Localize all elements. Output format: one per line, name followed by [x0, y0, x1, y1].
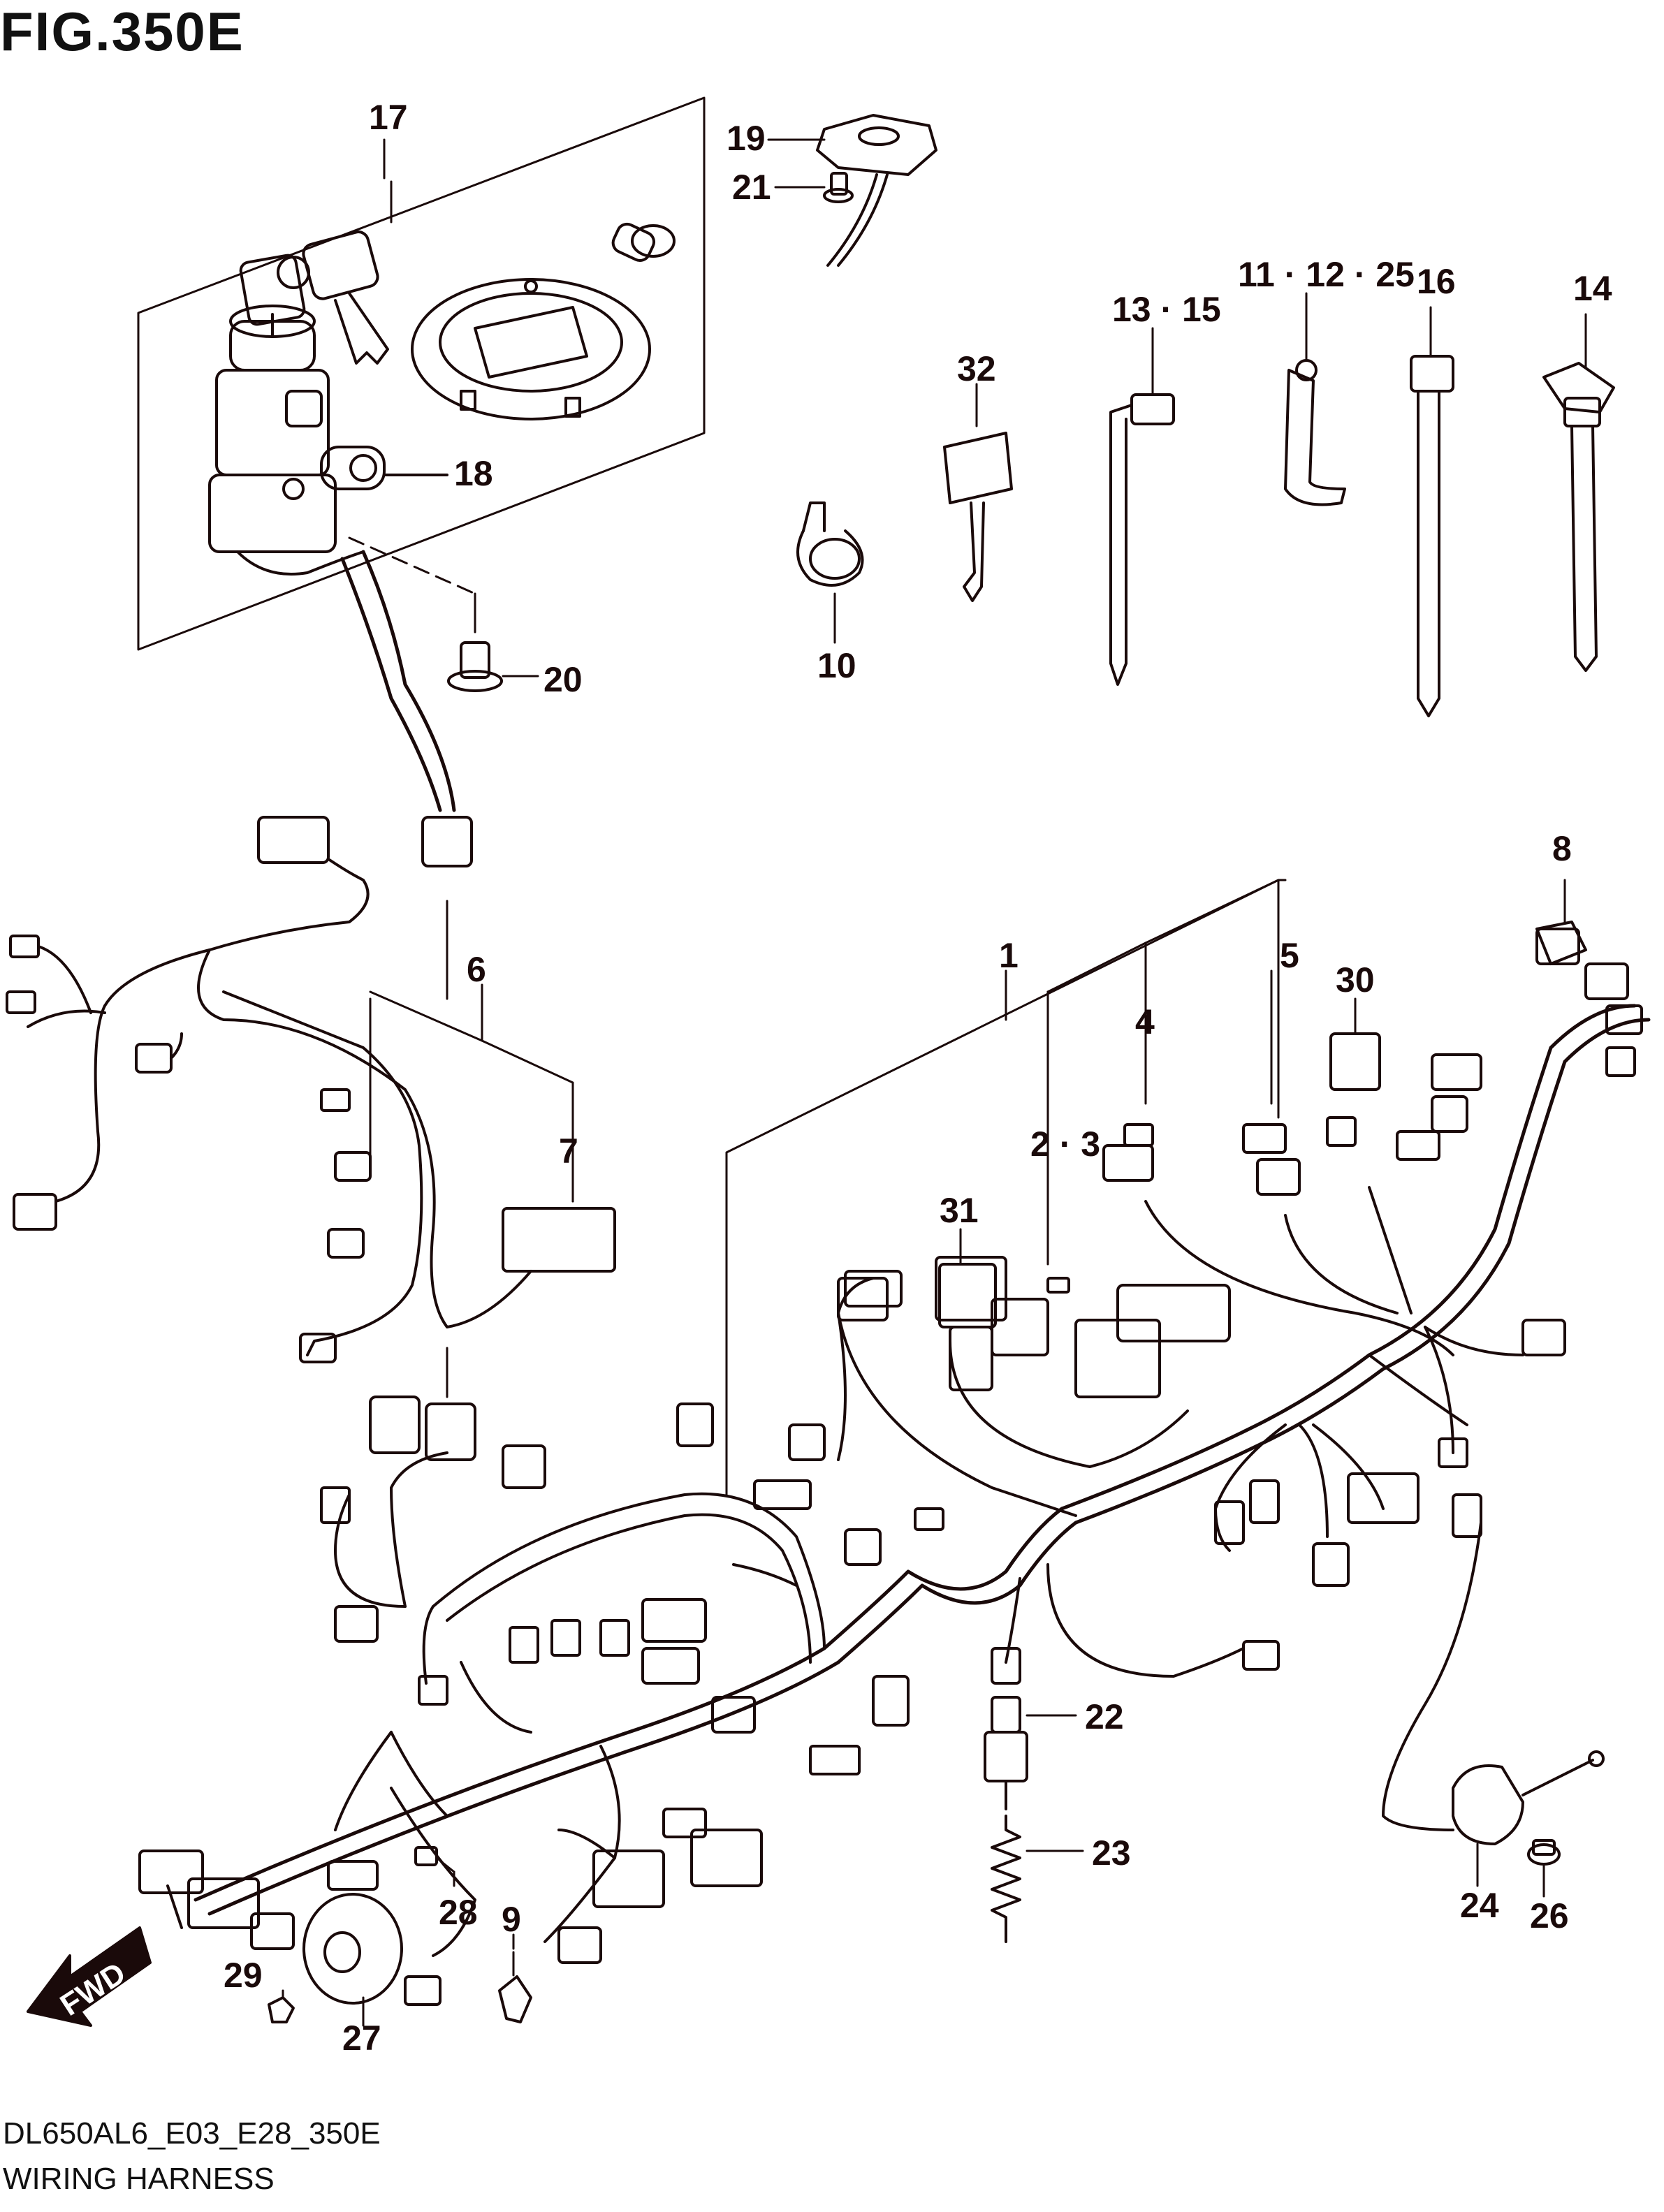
callout-16: 16: [1417, 262, 1456, 301]
callout-22: 22: [1085, 1697, 1124, 1736]
callout-20: 20: [543, 660, 583, 699]
callout-30: 30: [1336, 960, 1375, 999]
callout-5: 5: [1280, 936, 1299, 975]
callout-9: 9: [502, 1900, 521, 1939]
figure-code: DL650AL6_E03_E28_350E: [3, 2116, 381, 2151]
callout-1315: 13 · 15: [1112, 290, 1221, 329]
relay-31-icon: [938, 1228, 997, 1328]
nut-29-icon: [268, 1989, 295, 2023]
callout-8: 8: [1552, 829, 1572, 868]
harness-6-bracket: [369, 983, 574, 1398]
clamp-10-icon: [796, 501, 864, 644]
callout-29: 29: [224, 1956, 263, 1995]
lock-cylinder-icon: [611, 222, 676, 263]
figure-title: FIG.350E: [0, 1, 245, 62]
ignition-set-box: [137, 96, 706, 651]
callout-4: 4: [1135, 1002, 1155, 1041]
callout-14: 14: [1573, 269, 1612, 308]
tie-16-icon: [1410, 306, 1454, 717]
screw-21-icon: [774, 172, 854, 203]
switch-22-icon: [984, 1696, 1077, 1810]
fwd-arrow-icon: [27, 1926, 152, 2027]
callout-26: 26: [1530, 1896, 1569, 1935]
callout-leaders: [362, 138, 1273, 2027]
callout-32: 32: [957, 349, 996, 388]
callout-111225: 11 · 12 · 25: [1238, 255, 1415, 294]
fuel-cap-lock-icon: [411, 278, 651, 420]
callout-17: 17: [369, 98, 408, 137]
callout-19: 19: [727, 119, 766, 158]
sub-harness-6: [6, 816, 616, 1363]
bracket-11-icon: [1284, 292, 1346, 506]
tie-14-icon: [1542, 313, 1615, 672]
main-harness: [138, 928, 1651, 2006]
bolt-26-icon: [1527, 1839, 1561, 1898]
horn-27-icon: [302, 1860, 403, 2006]
callout-1: 1: [999, 936, 1019, 975]
key-icon: [239, 230, 389, 365]
switch-24-icon: [1452, 1750, 1605, 1887]
relay-30-icon: [1329, 997, 1381, 1091]
coupler-8-icon: [1535, 879, 1587, 965]
callout-24: 24: [1460, 1886, 1499, 1925]
cover-19-icon: [767, 114, 937, 267]
callout-23: 2 · 3: [1030, 1125, 1100, 1164]
callout-27: 27: [342, 2019, 381, 2058]
clamp-9-icon: [498, 1951, 532, 2023]
figure-name: WIRING HARNESS: [3, 2162, 275, 2196]
callout-28: 28: [439, 1893, 478, 1932]
callout-7: 7: [559, 1131, 578, 1171]
harness-1-bracket: [725, 879, 1287, 1496]
callout-6: 6: [467, 950, 486, 989]
spring-23-icon: [991, 1815, 1084, 1943]
key-32-icon: [943, 383, 1013, 602]
tie-band-13-icon: [1109, 327, 1175, 686]
screw-20-icon: [348, 536, 539, 692]
callout-23b: 23: [1092, 1833, 1131, 1873]
bolt-28-icon: [414, 1846, 455, 1873]
switch-connector-icon: [421, 816, 473, 867]
ignition-switch-icon: [208, 305, 448, 576]
callout-21: 21: [732, 168, 771, 207]
callout-31: 31: [940, 1191, 979, 1230]
callout-18: 18: [454, 454, 493, 493]
callout-10: 10: [817, 646, 856, 685]
